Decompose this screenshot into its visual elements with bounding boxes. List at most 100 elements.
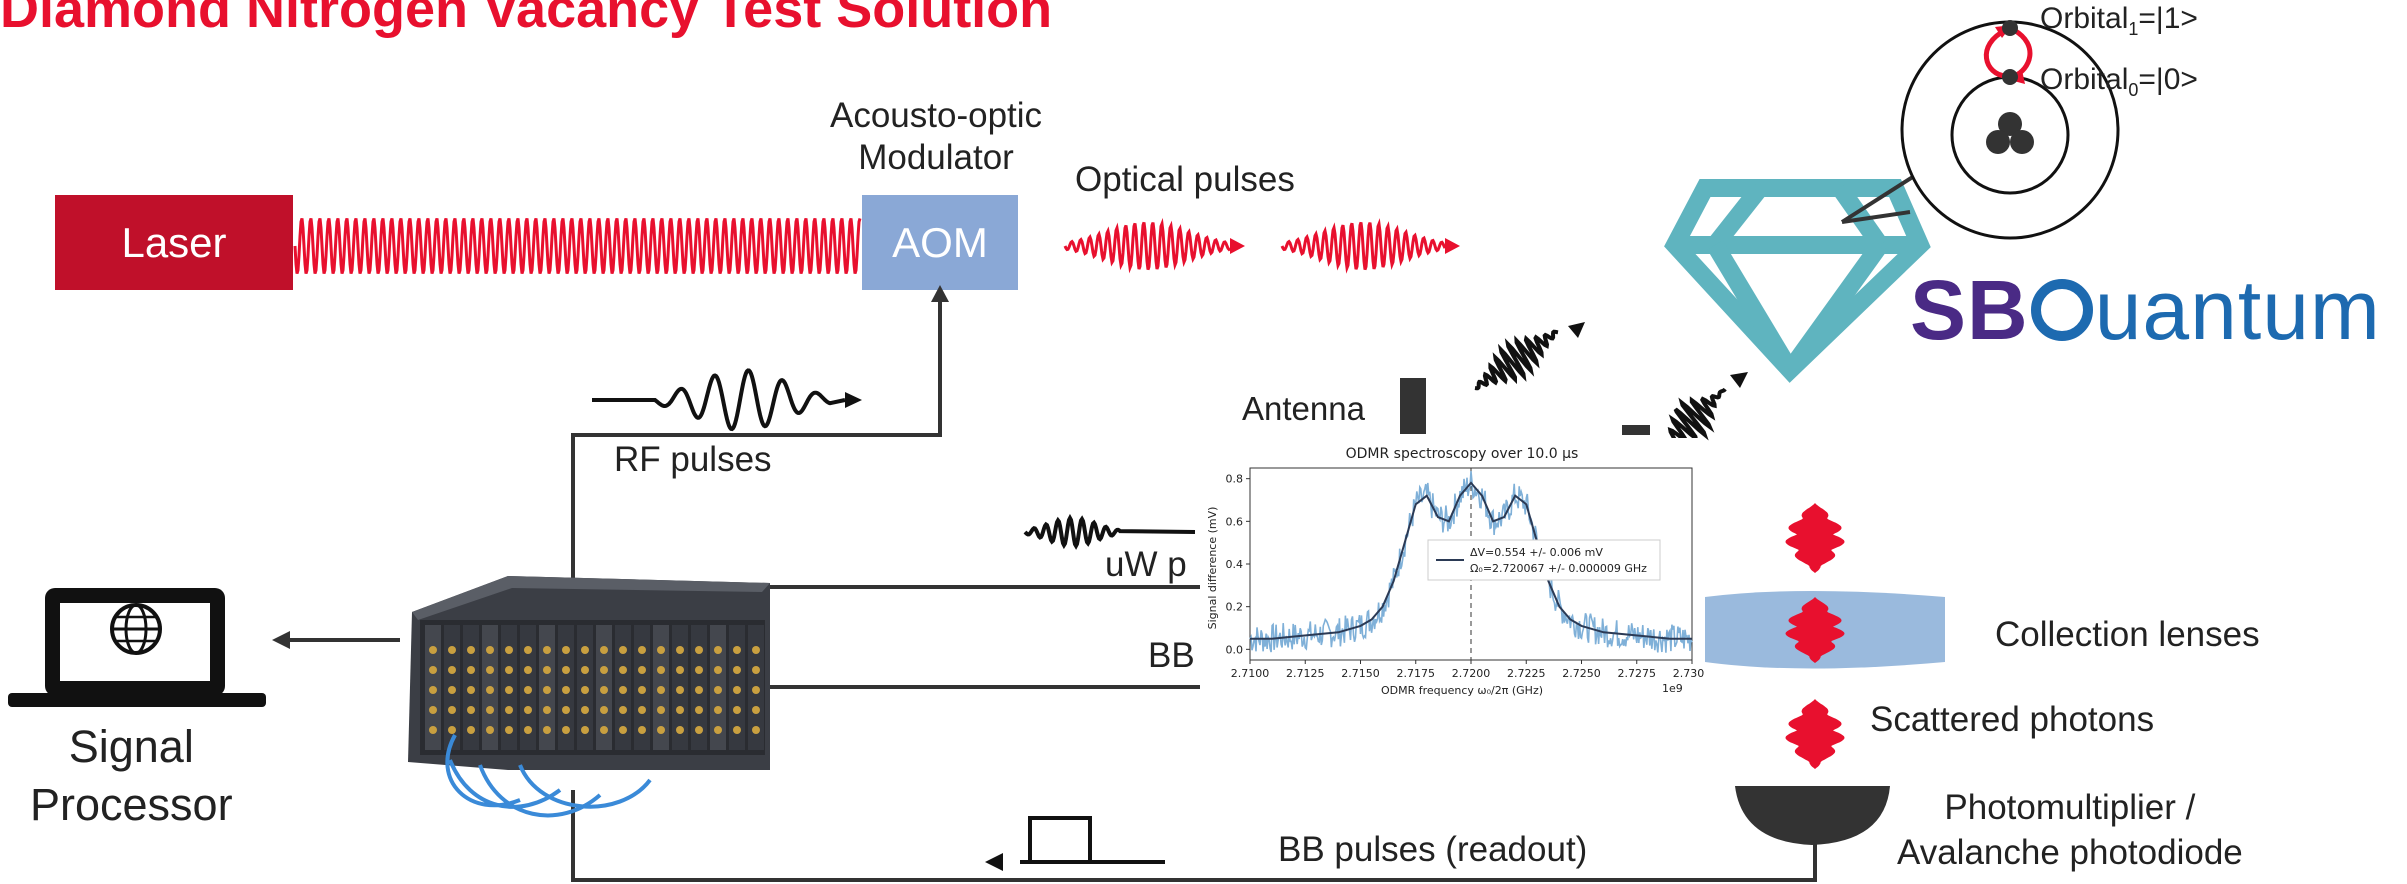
awg-connector bbox=[600, 686, 608, 694]
orbital-lower-label: Orbital0=|0> bbox=[2040, 63, 2198, 101]
awg-connector bbox=[714, 686, 722, 694]
awg-connector bbox=[448, 686, 456, 694]
awg-connector bbox=[524, 666, 532, 674]
optical-pulse-2 bbox=[1280, 218, 1447, 274]
photon-packet-3 bbox=[1785, 699, 1845, 769]
awg-connector bbox=[581, 706, 589, 714]
chart-x-offset: 1e9 bbox=[1662, 682, 1683, 695]
awg-connector bbox=[581, 686, 589, 694]
awg-connector bbox=[486, 726, 494, 734]
awg-connector bbox=[486, 666, 494, 674]
awg-connector bbox=[562, 646, 570, 654]
y-tick-label: 0.0 bbox=[1226, 643, 1244, 656]
orbital-upper-text: Orbital bbox=[2040, 2, 2129, 35]
awg-connector bbox=[467, 666, 475, 674]
awg-connector bbox=[505, 646, 513, 654]
orbital-upper-sub: 1 bbox=[2128, 19, 2139, 39]
rf-pulse-symbol bbox=[592, 368, 846, 432]
chart-xlabel: ODMR frequency ω₀/2π (GHz) bbox=[1381, 684, 1543, 697]
awg-connector bbox=[600, 706, 608, 714]
awg-connector bbox=[486, 706, 494, 714]
scattered-photons-label: Scattered photons bbox=[1870, 700, 2155, 739]
awg-connector bbox=[467, 726, 475, 734]
antenna-label: Antenna bbox=[1242, 390, 1365, 427]
awg-connector bbox=[505, 686, 513, 694]
chart-title: ODMR spectroscopy over 10.0 μs bbox=[1346, 446, 1579, 462]
wires bbox=[282, 300, 1817, 882]
logo-rest: uantum bbox=[2094, 263, 2381, 357]
measured-series bbox=[1249, 471, 1693, 653]
laser-beam-wave bbox=[293, 217, 862, 275]
x-tick-label: 2.7200 bbox=[1452, 667, 1491, 680]
x-tick-label: 2.7100 bbox=[1231, 667, 1270, 680]
awg-connector bbox=[676, 666, 684, 674]
awg-connector bbox=[524, 706, 532, 714]
awg-connector bbox=[581, 666, 589, 674]
awg-connector bbox=[714, 706, 722, 714]
awg-connector bbox=[657, 706, 665, 714]
x-tick-label: 2.7175 bbox=[1397, 667, 1436, 680]
orbital-upper-val: =|1> bbox=[2138, 2, 2198, 35]
awg-connector bbox=[543, 646, 551, 654]
photon-packet-2 bbox=[1785, 597, 1845, 663]
awg-connector bbox=[429, 706, 437, 714]
x-tick-label: 2.7225 bbox=[1507, 667, 1546, 680]
awg-connector bbox=[695, 666, 703, 674]
awg-connector bbox=[467, 646, 475, 654]
bb-readout-label: BB pulses (readout) bbox=[1278, 830, 1588, 869]
sbquantum-logo: SB uantum bbox=[1910, 262, 2381, 359]
awg-connector bbox=[638, 646, 646, 654]
awg-connector bbox=[638, 666, 646, 674]
readout-pulse-arrow bbox=[985, 853, 1003, 871]
signal-processor-label: Signal Processor bbox=[30, 721, 233, 830]
awg-connector bbox=[524, 646, 532, 654]
awg-connector bbox=[562, 686, 570, 694]
y-tick-label: 0.6 bbox=[1226, 515, 1244, 528]
aom-box: AOM bbox=[862, 195, 1018, 290]
awg-connector bbox=[448, 666, 456, 674]
awg-connector bbox=[752, 666, 760, 674]
chart-legend: ΔV=0.554 +/- 0.006 mV Ω₀=2.720067 +/- 0.… bbox=[1427, 539, 1661, 581]
microwave-emission-1 bbox=[1474, 322, 1585, 391]
page-title: Diamond Nitrogen Vacancy Test Solution bbox=[0, 0, 1053, 39]
logo-sb: SB bbox=[1910, 263, 2029, 357]
antenna-bar-2 bbox=[1622, 425, 1650, 435]
awg-connector bbox=[543, 726, 551, 734]
odmr-chart: ODMR spectroscopy over 10.0 μs Signal di… bbox=[1200, 438, 1705, 710]
x-tick-label: 2.7275 bbox=[1618, 667, 1657, 680]
orbital-upper-label: Orbital1=|1> bbox=[2040, 2, 2198, 40]
aom-input-arrow bbox=[931, 285, 949, 302]
awg-connector bbox=[752, 686, 760, 694]
optical-pulses-label: Optical pulses bbox=[1075, 160, 1295, 199]
fit-series bbox=[1250, 481, 1692, 640]
photodetector-icon bbox=[1735, 786, 1890, 845]
awg-connector bbox=[562, 666, 570, 674]
orbital-lower-val: =|0> bbox=[2138, 63, 2198, 96]
awg-connector bbox=[600, 646, 608, 654]
awg-connector bbox=[695, 686, 703, 694]
awg-connector bbox=[543, 686, 551, 694]
awg-connector bbox=[752, 706, 760, 714]
awg-connector bbox=[619, 666, 627, 674]
awg-connector bbox=[448, 726, 456, 734]
uw-pulses-label: uW p bbox=[1105, 545, 1187, 584]
awg-connector bbox=[562, 726, 570, 734]
aom-label: AOM bbox=[892, 218, 988, 266]
awg-connector bbox=[581, 726, 589, 734]
optical-pulse-1-arrow bbox=[1230, 238, 1245, 254]
awg-connector bbox=[619, 686, 627, 694]
orbital-lower-text: Orbital bbox=[2040, 63, 2129, 96]
awg-connector bbox=[429, 646, 437, 654]
awg-connector bbox=[467, 706, 475, 714]
awg-connector bbox=[448, 706, 456, 714]
awg-connector bbox=[638, 686, 646, 694]
collection-lenses-label: Collection lenses bbox=[1995, 615, 2260, 654]
readout-wire bbox=[571, 790, 1817, 882]
awg-connector bbox=[676, 706, 684, 714]
awg-connector bbox=[657, 646, 665, 654]
awg-connector bbox=[733, 726, 741, 734]
awg-connector bbox=[733, 646, 741, 654]
awg-connector bbox=[752, 726, 760, 734]
